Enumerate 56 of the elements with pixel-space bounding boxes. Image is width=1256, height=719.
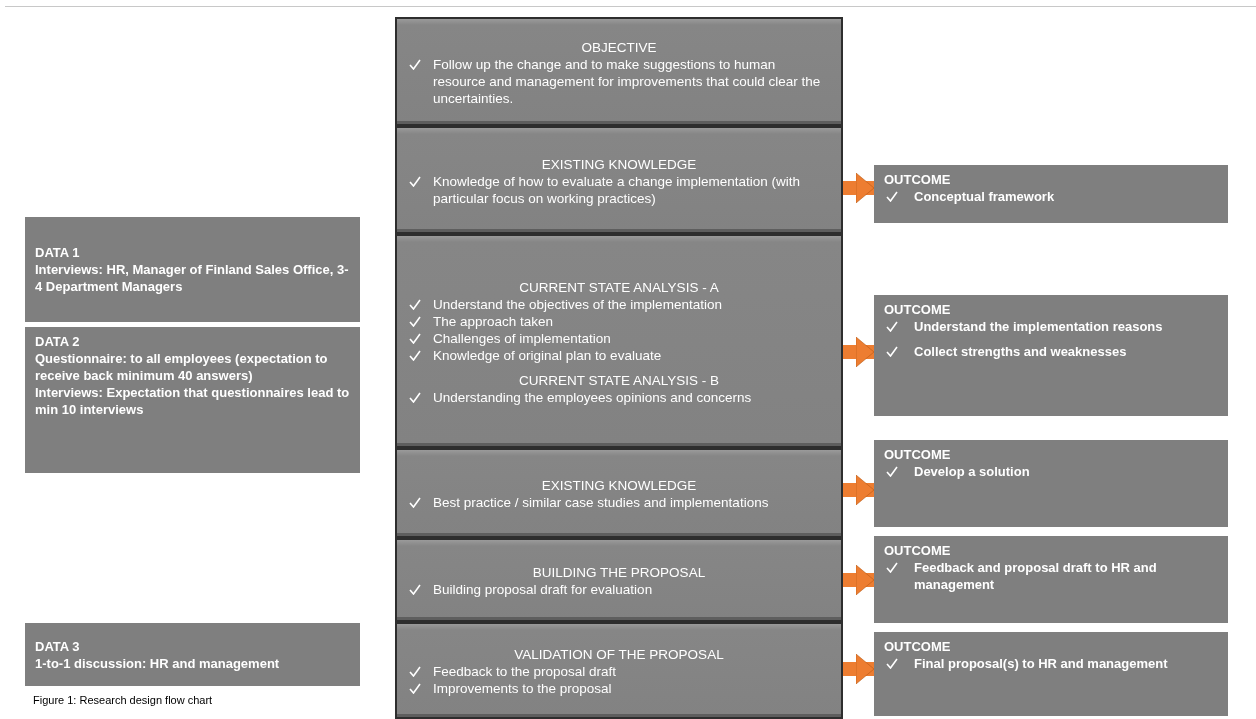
box-text: Interviews: Expectation that questionnaires lead to min 10 interviews xyxy=(35,384,350,418)
box-text: 1-to-1 discussion: HR and management xyxy=(35,654,281,672)
block-arrow xyxy=(843,564,875,596)
box-heading: OUTCOME xyxy=(884,446,952,463)
bullet-text: Understand the objectives of the implementation xyxy=(433,295,722,313)
box-text: Interviews: HR, Manager of Finland Sales Office, 3-4 Department Managers xyxy=(35,261,350,295)
process-box xyxy=(395,234,843,448)
bullet-text: Feedback to the proposal draft xyxy=(433,663,617,680)
bullet-text: Building proposal draft for evaluation xyxy=(433,581,653,598)
bullet-text: The approach taken xyxy=(433,312,554,330)
process-box xyxy=(395,538,843,622)
bullet-text: Understanding the employees opinions and concerns xyxy=(433,388,752,406)
box-heading: EXISTING KNOWLEDGE xyxy=(540,155,698,173)
process-box xyxy=(395,17,843,126)
block-arrow xyxy=(843,653,875,685)
box-heading: CURRENT STATE ANALYSIS - B xyxy=(517,371,720,389)
bullet-text: Collect strengths and weaknesses xyxy=(914,343,1127,360)
process-box xyxy=(395,622,843,719)
bullet-text: Feedback and proposal draft to HR and management xyxy=(914,559,1158,593)
bullet-text: Best practice / similar case studies and implementations xyxy=(433,494,769,511)
box-heading: OUTCOME xyxy=(884,638,952,655)
bullet-text: Conceptual framework xyxy=(914,188,1055,205)
bullet-text: Improvements to the proposal xyxy=(433,680,612,697)
bullet-text: Final proposal(s) to HR and management xyxy=(914,655,1168,672)
figure-caption: Figure 1: Research design flow chart xyxy=(33,694,213,706)
box-heading: OUTCOME xyxy=(884,171,952,188)
box-text: Questionnaire: to all employees (expectation to receive back minimum 40 answers) xyxy=(35,350,329,384)
box-heading: BUILDING THE PROPOSAL xyxy=(531,564,707,581)
data-box xyxy=(25,327,360,473)
box-heading: OUTCOME xyxy=(884,301,952,318)
box-heading: OUTCOME xyxy=(884,542,952,559)
bullet-text: Understand the implementation reasons xyxy=(914,318,1163,335)
outcome-box xyxy=(874,536,1228,623)
box-heading: CURRENT STATE ANALYSIS - A xyxy=(518,278,720,296)
bullet-text: Follow up the change and to make suggestions to human resource and management for improvements that could clear the uncertainties. xyxy=(433,55,822,107)
outcome-box xyxy=(874,440,1228,527)
data-box xyxy=(25,623,360,686)
bullet-text: Knowledge of original plan to evaluate xyxy=(433,346,662,364)
box-heading: OBJECTIVE xyxy=(580,38,658,56)
bullet-text: Knowledge of how to evaluate a change implementation (with particular focus on working practices) xyxy=(433,172,801,207)
outcome-box xyxy=(874,165,1228,223)
outcome-box xyxy=(874,295,1228,416)
block-arrow xyxy=(843,336,875,368)
box-heading: VALIDATION OF THE PROPOSAL xyxy=(513,646,725,663)
block-arrow xyxy=(843,474,875,506)
box-heading: DATA 1 xyxy=(35,244,81,261)
process-box xyxy=(395,448,843,538)
box-heading: DATA 3 xyxy=(35,637,81,655)
outcome-box xyxy=(874,632,1228,716)
box-heading: EXISTING KNOWLEDGE xyxy=(540,477,698,494)
box-heading: DATA 2 xyxy=(35,333,81,350)
block-arrow xyxy=(843,172,875,204)
data-box xyxy=(25,217,360,322)
process-box xyxy=(395,126,843,234)
bullet-text: Develop a solution xyxy=(914,463,1030,480)
bullet-text: Challenges of implementation xyxy=(433,329,611,347)
